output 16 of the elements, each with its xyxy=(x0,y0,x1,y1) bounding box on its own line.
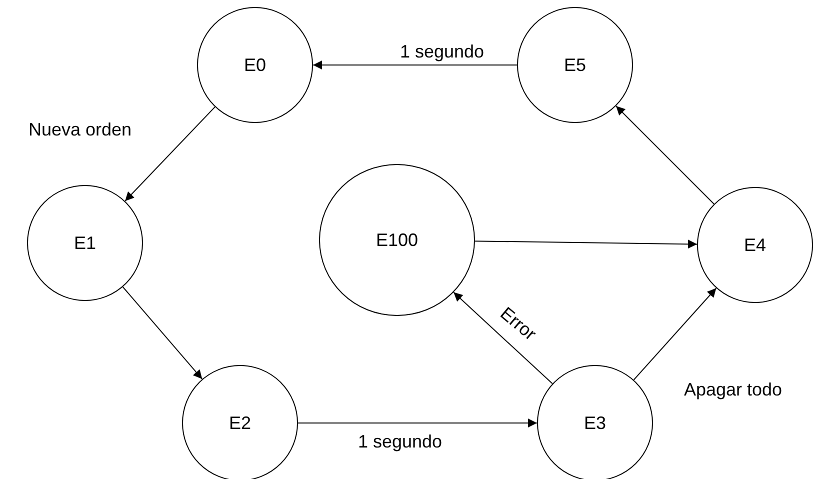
state-label: E100 xyxy=(376,230,418,250)
arrow xyxy=(474,240,698,249)
arrow xyxy=(616,106,714,204)
arrow xyxy=(122,286,203,380)
state-label: E1 xyxy=(74,232,96,254)
edge-label: Apagar todo xyxy=(682,380,784,400)
state-label: E5 xyxy=(564,54,586,76)
arrow xyxy=(124,106,216,202)
state-label: E0 xyxy=(244,54,266,76)
arrow xyxy=(453,292,553,384)
state-label: E4 xyxy=(744,234,766,256)
state-label: E2 xyxy=(228,412,252,434)
state-label: E3 xyxy=(584,412,606,434)
arrow xyxy=(312,60,518,70)
arrow xyxy=(633,288,717,380)
arrow xyxy=(298,418,538,428)
